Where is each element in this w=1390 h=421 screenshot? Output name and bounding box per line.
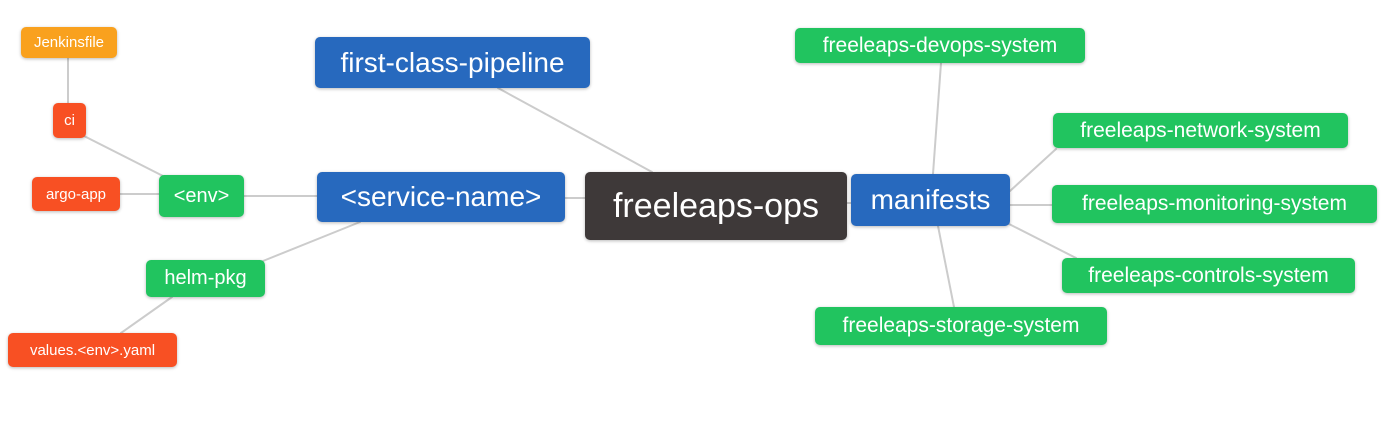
node-devops[interactable]: freeleaps-devops-system	[795, 28, 1085, 63]
node-service[interactable]: <service-name>	[317, 172, 565, 222]
node-storage[interactable]: freeleaps-storage-system	[815, 307, 1107, 345]
node-jenkinsfile[interactable]: Jenkinsfile	[21, 27, 117, 58]
node-manifests[interactable]: manifests	[851, 174, 1010, 226]
node-pipeline[interactable]: first-class-pipeline	[315, 37, 590, 88]
edge-pipeline-to-ops	[497, 87, 653, 173]
node-network[interactable]: freeleaps-network-system	[1053, 113, 1348, 148]
edge-helm-pkg-to-values-yaml	[120, 296, 173, 334]
edge-manifests-to-network	[1009, 148, 1057, 192]
node-controls[interactable]: freeleaps-controls-system	[1062, 258, 1355, 293]
node-helm-pkg[interactable]: helm-pkg	[146, 260, 265, 297]
node-env[interactable]: <env>	[159, 175, 244, 217]
node-monitoring[interactable]: freeleaps-monitoring-system	[1052, 185, 1377, 223]
node-argo-app[interactable]: argo-app	[32, 177, 120, 211]
edge-service-to-helm-pkg	[262, 221, 361, 262]
edge-manifests-to-devops	[932, 62, 942, 175]
edge-manifests-to-controls	[1008, 223, 1077, 259]
edge-ci-to-env	[83, 135, 164, 177]
edge-manifests-to-storage	[937, 225, 955, 308]
node-ci[interactable]: ci	[53, 103, 86, 138]
node-ops[interactable]: freeleaps-ops	[585, 172, 847, 240]
node-values-yaml[interactable]: values.<env>.yaml	[8, 333, 177, 367]
